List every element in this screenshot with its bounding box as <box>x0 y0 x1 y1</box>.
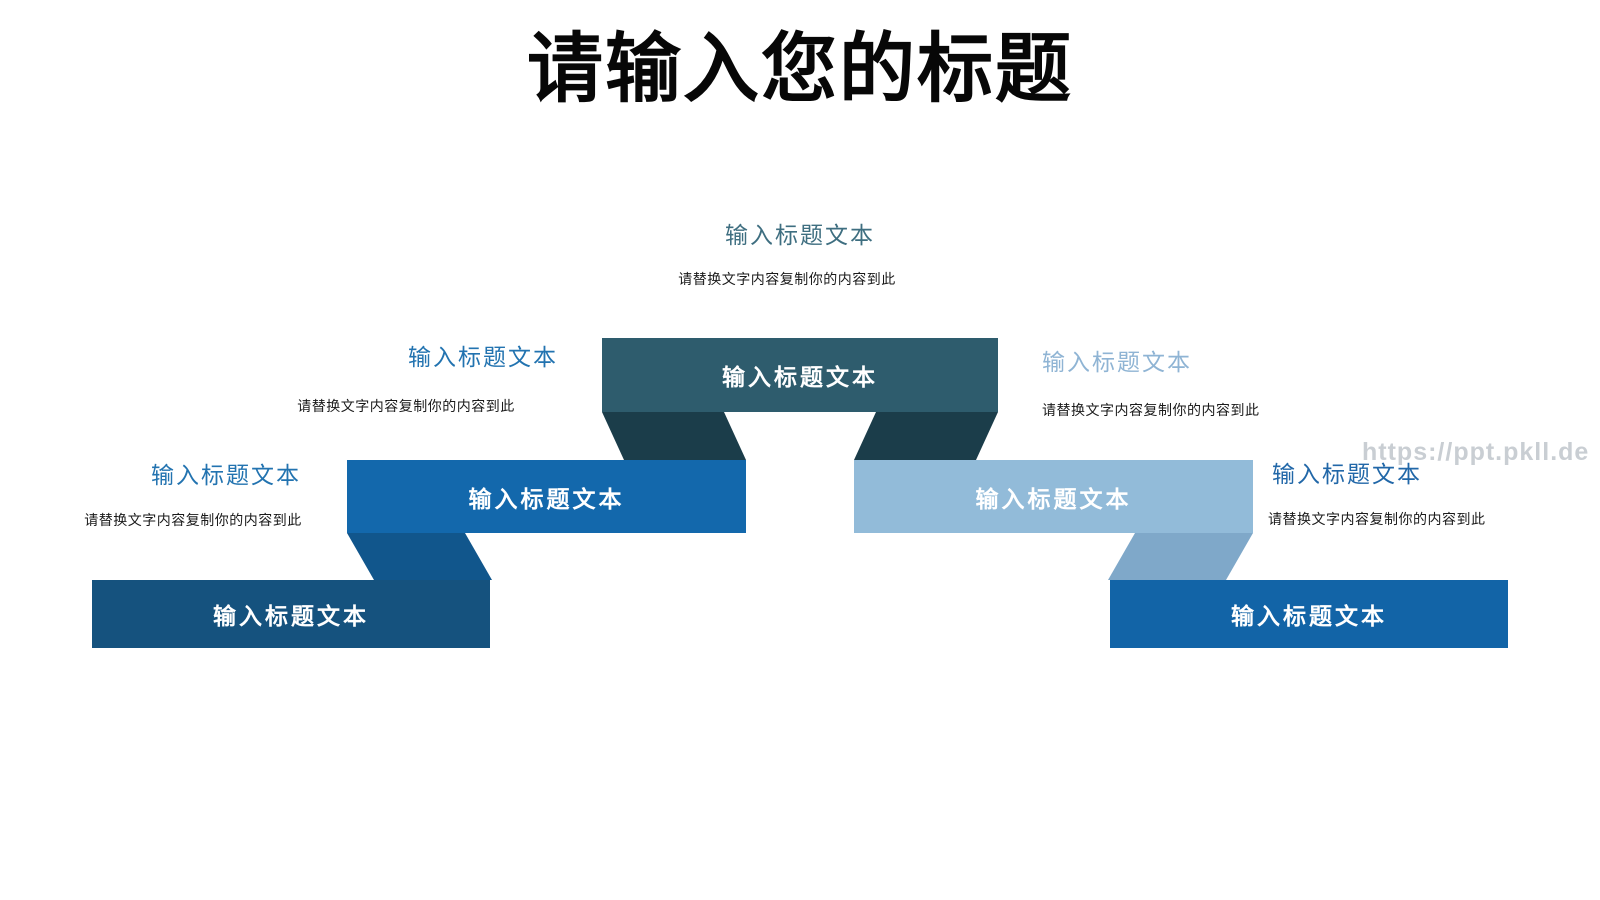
step-bar-label: 输入标题文本 <box>213 603 369 629</box>
ribbon-fold-right-middle <box>1108 533 1253 580</box>
ribbon-fold-top-left <box>602 412 746 460</box>
step-bar-label: 输入标题文本 <box>975 485 1132 512</box>
step-bar-left-middle: 输入标题文本 <box>347 460 746 533</box>
side-title-left-bottom: 输入标题文本 <box>151 462 301 488</box>
side-description-left-bottom: 请替换文字内容复制你的内容到此 <box>84 512 302 528</box>
ribbon-fold-left-middle <box>347 533 492 580</box>
step-bar-left-bottom: 输入标题文本 <box>92 580 490 648</box>
side-description-top-center: 请替换文字内容复制你的内容到此 <box>678 271 896 287</box>
step-bar-label: 输入标题文本 <box>1231 603 1387 629</box>
ribbon-fold-top-right <box>854 412 998 460</box>
watermark: https://ppt.pkll.de <box>1362 438 1590 466</box>
side-description-right-middle: 请替换文字内容复制你的内容到此 <box>1042 402 1260 418</box>
step-bar-label: 输入标题文本 <box>468 485 625 512</box>
side-title-right-bottom: 输入标题文本 <box>1272 461 1422 487</box>
side-description-right-bottom: 请替换文字内容复制你的内容到此 <box>1268 511 1486 527</box>
side-title-right-middle: 输入标题文本 <box>1042 349 1192 375</box>
side-title-left-middle: 输入标题文本 <box>408 344 558 370</box>
slide-title: 请输入您的标题 <box>527 27 1073 112</box>
side-description-left-middle: 请替换文字内容复制你的内容到此 <box>297 398 515 414</box>
step-bar-right-bottom: 输入标题文本 <box>1110 580 1508 648</box>
step-bar-top-center: 输入标题文本 <box>602 338 998 412</box>
step-bar-label: 输入标题文本 <box>722 364 878 390</box>
step-bar-right-middle: 输入标题文本 <box>854 460 1253 533</box>
side-title-top-center: 输入标题文本 <box>725 222 875 248</box>
